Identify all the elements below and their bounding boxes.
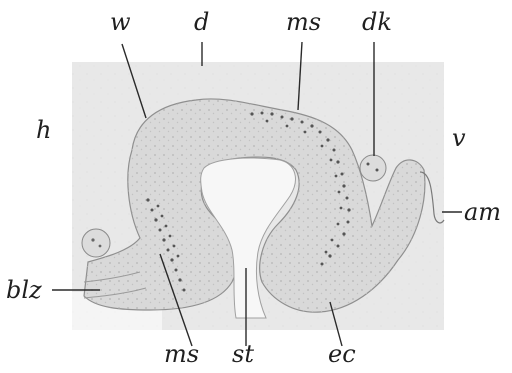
label-blz: blz [6, 276, 42, 304]
label-dk: dk [362, 8, 392, 36]
label-ec: ec [328, 340, 356, 368]
label-w: w [110, 8, 131, 36]
label-d: d [194, 8, 209, 36]
label-am: am [464, 198, 501, 226]
label-ms-top: ms [286, 8, 321, 36]
label-v: v [452, 124, 466, 152]
label-st: st [232, 340, 254, 368]
label-h: h [36, 116, 51, 144]
isolated-cell-nucleus-2 [99, 245, 102, 248]
label-ms-bottom: ms [164, 340, 199, 368]
isolated-cell-nucleus [91, 238, 94, 241]
vesicle-dk-dot-2 [376, 169, 379, 172]
isolated-cell [82, 229, 110, 257]
vesicle-dk [360, 155, 386, 181]
vesicle-dk-dot [367, 163, 370, 166]
